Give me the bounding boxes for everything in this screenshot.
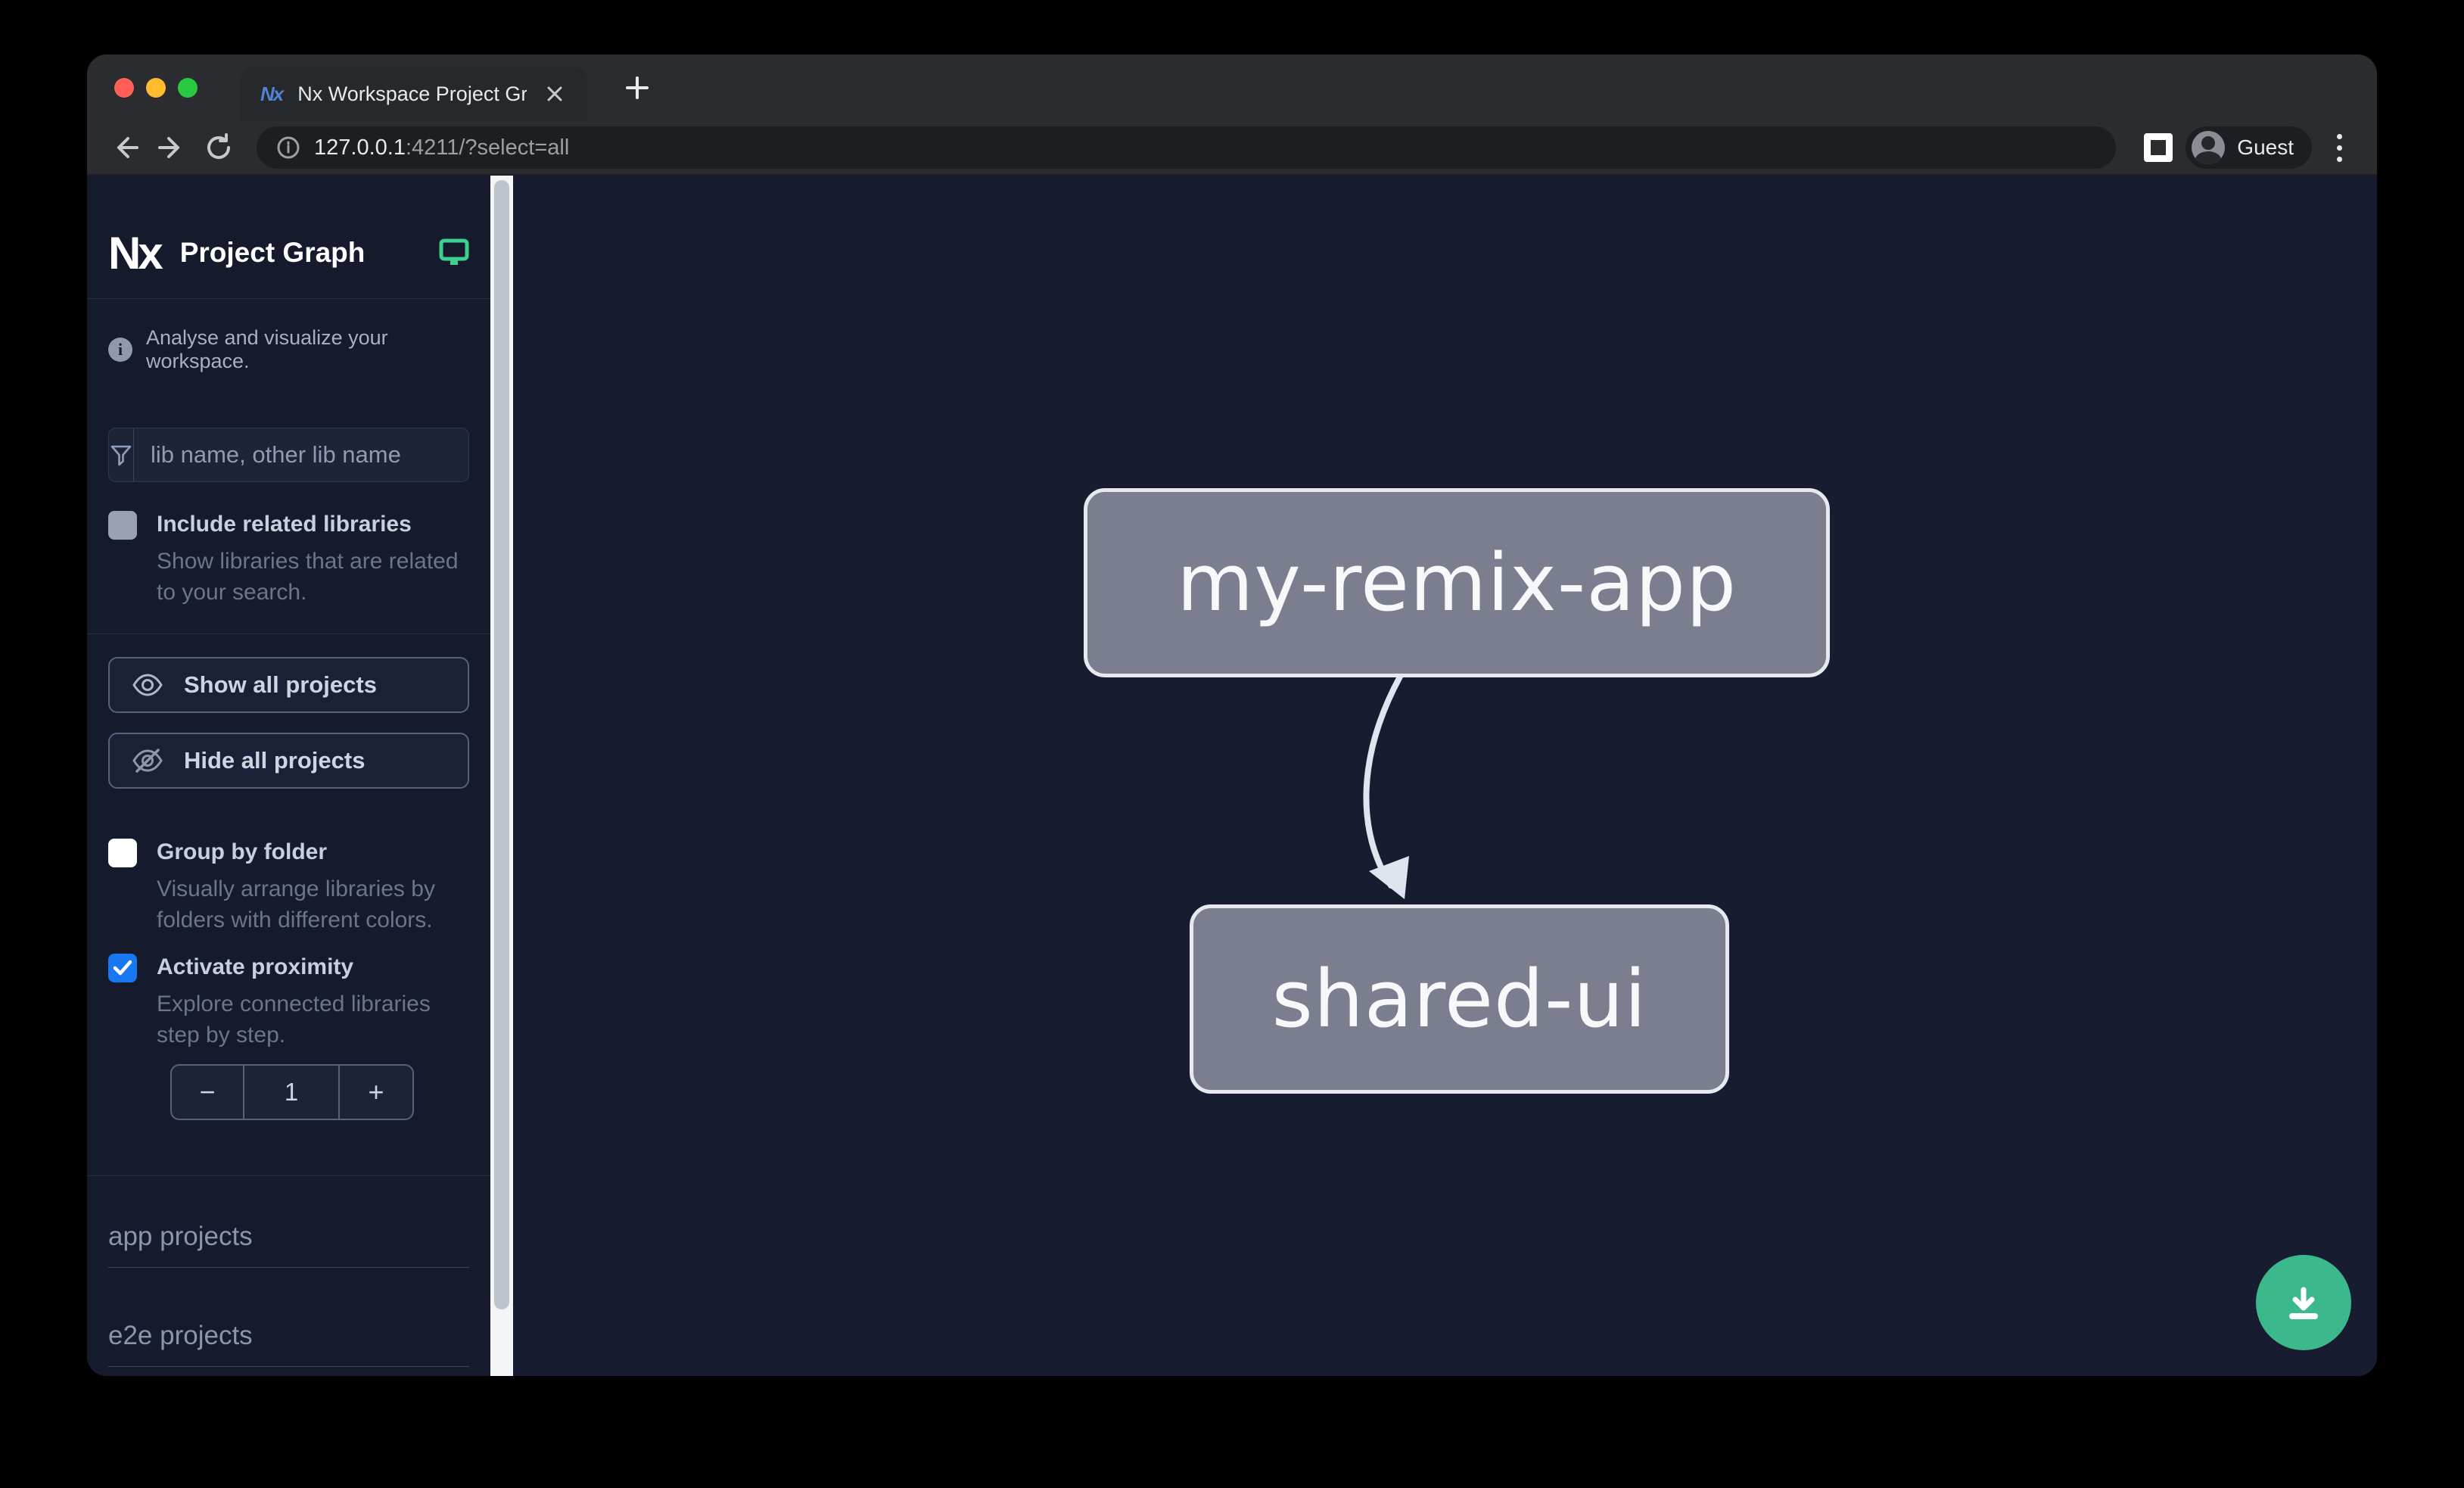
divider (87, 1175, 490, 1176)
eye-off-icon (132, 749, 163, 773)
browser-window: Nx Nx Workspace Project Graph 127.0.0.1:… (87, 54, 2377, 1376)
nx-logo: Nx (108, 227, 163, 279)
profile-button[interactable]: Guest (2186, 126, 2312, 169)
divider (87, 633, 490, 634)
window-minimize-button[interactable] (146, 78, 166, 98)
hide-all-label: Hide all projects (184, 747, 366, 774)
new-tab-button[interactable] (616, 67, 658, 109)
tagline-row: i Analyse and visualize your workspace. (87, 326, 490, 373)
graph-canvas[interactable]: my-remix-app shared-ui (513, 176, 2377, 1376)
include-related-description: Show libraries that are related to your … (157, 549, 459, 605)
sidebar-scrollbar-thumb[interactable] (494, 180, 509, 1309)
group-by-folder-option: Group by folder Visually arrange librari… (108, 837, 469, 935)
download-icon (2289, 1287, 2318, 1319)
section-e2e-projects: e2e projects (108, 1321, 469, 1367)
url-text: 127.0.0.1:4211/?select=all (314, 135, 569, 160)
browser-tab[interactable]: Nx Nx Workspace Project Graph (241, 67, 587, 121)
proximity-decrement-button[interactable]: − (172, 1066, 244, 1119)
reload-button[interactable] (199, 128, 238, 167)
proximity-increment-button[interactable]: + (368, 1076, 384, 1107)
browser-menu-button[interactable] (2319, 128, 2359, 167)
nx-favicon-icon: Nx (260, 82, 284, 105)
tab-strip: Nx Nx Workspace Project Graph (87, 54, 2377, 121)
show-all-projects-button[interactable]: Show all projects (108, 657, 469, 713)
theme-monitor-icon[interactable] (439, 238, 469, 267)
window-content: Nx Project Graph i Analyse and visualize… (87, 176, 2377, 1376)
url-path: :4211/?select=all (405, 135, 570, 160)
sidebar-scrollbar-track (490, 176, 513, 1376)
forward-button[interactable] (152, 128, 191, 167)
url-host: 127.0.0.1 (314, 135, 406, 160)
eye-icon (132, 674, 163, 696)
group-by-folder-description: Visually arrange libraries by folders wi… (157, 876, 435, 932)
url-bar[interactable]: 127.0.0.1:4211/?select=all (257, 126, 2117, 169)
include-related-checkbox[interactable] (108, 511, 137, 540)
sidebar-header: Nx Project Graph (87, 176, 490, 299)
group-by-folder-label: Group by folder (157, 839, 327, 864)
browser-toolbar: 127.0.0.1:4211/?select=all Guest (87, 121, 2377, 176)
proximity-stepper: − 1 + (170, 1064, 414, 1120)
activate-proximity-description: Explore connected libraries step by step… (157, 991, 431, 1048)
back-button[interactable] (105, 128, 145, 167)
graph-node-shared-ui[interactable]: shared-ui (1190, 904, 1729, 1094)
download-graph-button[interactable] (2256, 1255, 2351, 1350)
tab-title: Nx Workspace Project Graph (297, 82, 527, 105)
graph-node-my-remix-app[interactable]: my-remix-app (1084, 488, 1830, 677)
activate-proximity-checkbox[interactable] (108, 954, 137, 982)
hide-all-projects-button[interactable]: Hide all projects (108, 733, 469, 789)
profile-label: Guest (2237, 135, 2294, 159)
tagline-text: Analyse and visualize your workspace. (146, 326, 388, 372)
filter-input[interactable] (134, 428, 468, 481)
window-zoom-button[interactable] (178, 78, 198, 98)
site-info-icon[interactable] (276, 135, 300, 160)
section-app-projects: app projects (108, 1222, 469, 1268)
project-filter (108, 428, 469, 482)
filter-funnel-icon (109, 428, 134, 481)
activate-proximity-option: Activate proximity Explore connected lib… (108, 952, 469, 1051)
activate-proximity-label: Activate proximity (157, 954, 354, 979)
side-panel-icon[interactable] (2139, 128, 2178, 167)
kebab-icon (2324, 133, 2354, 162)
window-close-button[interactable] (114, 78, 134, 98)
traffic-lights (114, 54, 198, 121)
tab-close-icon[interactable] (542, 81, 568, 107)
info-icon: i (108, 338, 132, 362)
dependency-edge (1363, 674, 1409, 899)
edge-arrowhead-icon (1369, 856, 1409, 899)
proximity-value[interactable]: 1 (244, 1066, 340, 1119)
page-title: Project Graph (179, 237, 366, 268)
include-related-option: Include related libraries Show libraries… (108, 509, 469, 608)
show-all-label: Show all projects (184, 671, 377, 698)
sidebar: Nx Project Graph i Analyse and visualize… (87, 176, 490, 1376)
include-related-label: Include related libraries (157, 512, 412, 537)
avatar-icon (2192, 131, 2226, 164)
checkmark-icon (113, 960, 132, 976)
group-by-folder-checkbox[interactable] (108, 839, 137, 867)
